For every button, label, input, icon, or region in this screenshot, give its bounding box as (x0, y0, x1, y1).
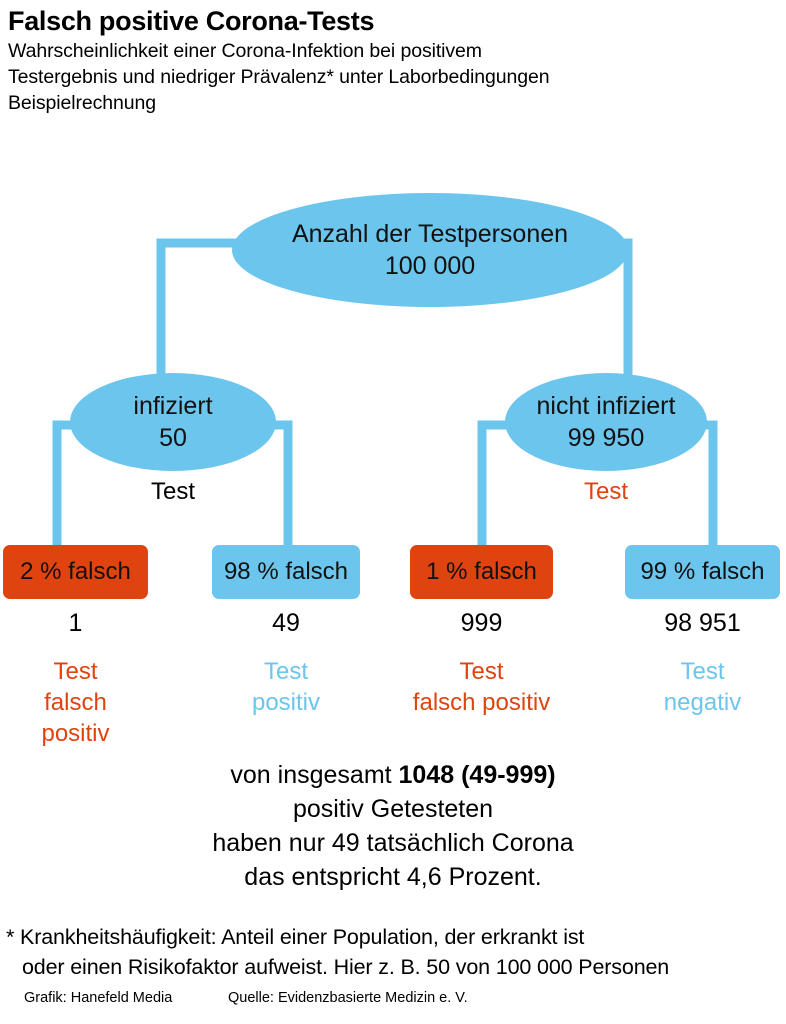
node-infected-value: 50 (159, 424, 187, 452)
outcome-note-1: Test falsch positiv (3, 656, 148, 749)
node-infected[interactable]: infiziert 50 (70, 373, 276, 471)
node-not-infected-label: nicht infiziert (536, 392, 676, 420)
node-not-infected-value: 99 950 (567, 424, 645, 452)
branch-label-test-right: Test (583, 478, 628, 505)
summary-line-1: von insgesamt 1048 (49-999) (0, 758, 786, 792)
footnote: * Krankheitshäufigkeit: Anteil einer Pop… (6, 922, 784, 982)
footnote-line-2: oder einen Risikofaktor aufweist. Hier z… (22, 955, 670, 979)
outcome-box-2[interactable]: 98 % falsch (212, 545, 360, 599)
outcome-box-4[interactable]: 99 % falsch (625, 545, 780, 599)
page-title: Falsch positive Corona-Tests (8, 6, 375, 36)
credit-source: Quelle: Evidenzbasierte Medizin e. V. (228, 990, 468, 1006)
node-total-label: Anzahl der Testpersonen (291, 220, 569, 248)
header: Falsch positive Corona-Tests Wahrscheinl… (8, 4, 778, 116)
outcome-note-3-line-2: falsch positiv (412, 689, 551, 716)
outcome-note-4: Test negativ (625, 656, 780, 718)
credit-graphic: Grafik: Hanefeld Media (24, 990, 173, 1006)
summary-line-3-highlight: 49 (331, 829, 360, 857)
outcome-note-1-line-1: Test (53, 658, 98, 685)
outcome-count-4: 98 951 (664, 609, 741, 637)
node-infected-label: infiziert (133, 392, 213, 420)
summary-line-2: positiv Getesteten (292, 795, 494, 823)
outcome-count-2: 49 (272, 609, 300, 637)
outcome-note-1-line-2: falsch (44, 689, 107, 716)
summary-line-3-post: tatsächlich Corona (359, 829, 574, 857)
outcome-note-2: Test positiv (212, 656, 360, 718)
subtitle-line-1: Wahrscheinlichkeit einer Corona-Infektio… (8, 40, 482, 62)
outcome-note-2-line-2: positiv (251, 689, 321, 716)
outcome-note-3-line-1: Test (459, 658, 504, 685)
subtitle-line-3: Beispielrechnung (8, 92, 157, 114)
footnote-line-1: * Krankheitshäufigkeit: Anteil einer Pop… (6, 925, 585, 949)
summary-line-3: haben nur 49 tatsächlich Corona (0, 826, 786, 860)
outcome-note-4-line-2: negativ (663, 689, 742, 716)
outcome-note-3: Test falsch positiv (383, 656, 580, 718)
outcome-box-1[interactable]: 2 % falsch (3, 545, 148, 599)
outcome-count-1: 1 (68, 609, 83, 637)
summary-line-3-pre: haben nur (212, 829, 332, 857)
summary-block: von insgesamt 1048 (49-999) positiv Gete… (0, 758, 786, 894)
outcome-note-1-line-3: positiv (41, 720, 110, 747)
subtitle-line-2: Testergebnis und niedriger Prävalenz* un… (8, 66, 550, 88)
branch-label-test-left: Test (150, 478, 195, 505)
outcome-box-3[interactable]: 1 % falsch (410, 545, 553, 599)
outcome-count-3: 999 (460, 609, 503, 637)
summary-line-4: das entspricht 4,6 Prozent. (244, 863, 542, 891)
node-not-infected[interactable]: nicht infiziert 99 950 (505, 373, 707, 471)
node-total-test-persons[interactable]: Anzahl der Testpersonen 100 000 (232, 193, 628, 307)
summary-line-1-pre: von insgesamt (230, 761, 399, 789)
summary-line-1-bold: 1048 (49-999) (398, 761, 556, 789)
outcome-note-4-line-1: Test (680, 658, 725, 685)
node-total-value: 100 000 (384, 252, 476, 280)
outcome-note-2-line-1: Test (263, 658, 308, 685)
